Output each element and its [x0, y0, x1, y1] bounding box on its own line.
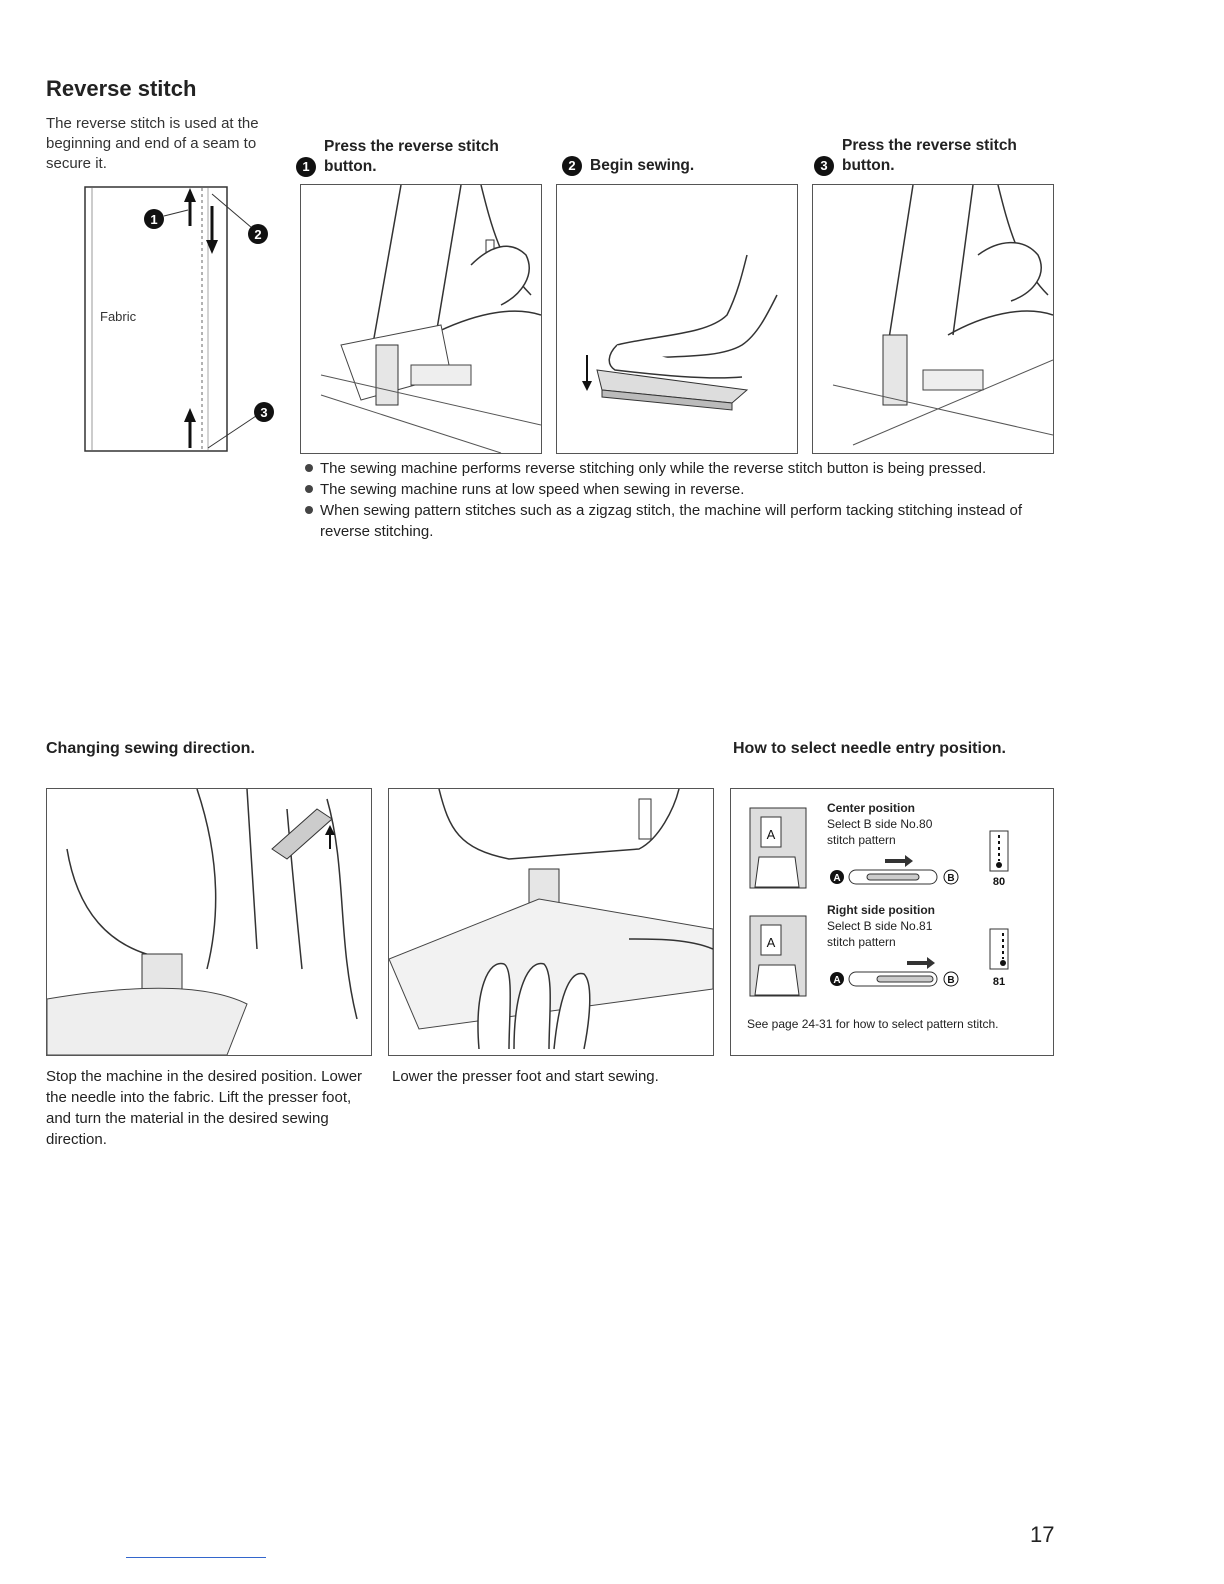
step-3-illustration — [812, 184, 1054, 454]
right-position-line2: stitch pattern — [827, 935, 896, 950]
step-1-label: Press the reverse stitch button. — [324, 137, 504, 177]
svg-text:B: B — [947, 873, 954, 884]
step-2-illustration — [556, 184, 798, 454]
needle-entry-footnote: See page 24-31 for how to select pattern… — [747, 1017, 1047, 1032]
step-1-illustration — [300, 184, 542, 454]
svg-text:B: B — [947, 975, 954, 986]
stitch-81-code: 81 — [993, 976, 1005, 988]
lift-presser-foot-image — [47, 789, 371, 1055]
svg-text:A: A — [833, 873, 840, 884]
foot-controller-image — [557, 185, 797, 453]
presser-foot-a-icon: A — [749, 915, 807, 997]
center-position-selector: A B — [827, 851, 967, 887]
needle-entry-heading: How to select needle entry position. — [733, 738, 1013, 759]
step-2-number: 2 — [562, 156, 582, 176]
right-position-line1: Select B side No.81 — [827, 919, 932, 934]
stitch-81-icon: 81 — [987, 927, 1011, 989]
lift-presser-foot-illustration — [46, 788, 372, 1056]
step-1-heading: 1 Press the reverse stitch button. — [296, 137, 536, 177]
right-position-title: Right side position — [827, 903, 935, 918]
fabric-diagram: 1 2 3 Fabric — [84, 186, 284, 454]
changing-direction-caption-1: Stop the machine in the desired position… — [46, 1066, 366, 1150]
needle-entry-panel: A Center position Select B side No.80 st… — [730, 788, 1054, 1056]
center-position-line2: stitch pattern — [827, 833, 896, 848]
reverse-stitch-notes: The sewing machine performs reverse stit… — [302, 458, 1062, 542]
page-number: 17 — [1030, 1522, 1054, 1548]
note-item: When sewing pattern stitches such as a z… — [302, 500, 1062, 542]
marker-3-label: 3 — [260, 405, 267, 420]
lower-presser-foot-illustration — [388, 788, 714, 1056]
changing-direction-caption-2: Lower the presser foot and start sewing. — [392, 1066, 712, 1087]
step-2-label: Begin sewing. — [590, 156, 694, 176]
svg-text:A: A — [833, 975, 840, 986]
stitch-80-icon: 80 — [987, 829, 1011, 887]
intro-text: The reverse stitch is used at the beginn… — [46, 114, 276, 174]
lower-presser-foot-image — [389, 789, 713, 1055]
fabric-diagram-drawing: 1 2 3 Fabric — [84, 186, 284, 454]
page-title: Reverse stitch — [46, 76, 196, 102]
center-position-block: A Center position Select B side No.80 st… — [731, 789, 1053, 897]
step-3-heading: 3 Press the reverse stitch button. — [814, 136, 1054, 176]
stitch-80-code: 80 — [993, 876, 1005, 887]
step-1-number: 1 — [296, 157, 316, 177]
step-3-number: 3 — [814, 156, 834, 176]
marker-2-label: 2 — [254, 227, 261, 242]
changing-direction-heading: Changing sewing direction. — [46, 738, 255, 759]
right-position-selector: A B — [827, 953, 967, 989]
fabric-label: Fabric — [100, 309, 137, 324]
svg-text:A: A — [767, 827, 776, 842]
sewing-machine-reverse-button-image-2 — [813, 185, 1053, 453]
step-2-heading: 2 Begin sewing. — [562, 156, 792, 176]
center-position-line1: Select B side No.80 — [827, 817, 932, 832]
bottom-rule — [126, 1557, 266, 1558]
step-3-label: Press the reverse stitch button. — [842, 136, 1022, 176]
right-position-block: A Right side position Select B side No.8… — [731, 897, 1053, 1005]
center-position-title: Center position — [827, 801, 915, 816]
presser-foot-a-icon: A — [749, 807, 807, 889]
note-item: The sewing machine runs at low speed whe… — [302, 479, 1062, 500]
svg-text:A: A — [767, 935, 776, 950]
marker-1-label: 1 — [150, 212, 157, 227]
note-item: The sewing machine performs reverse stit… — [302, 458, 1062, 479]
sewing-machine-reverse-button-image — [301, 185, 541, 453]
